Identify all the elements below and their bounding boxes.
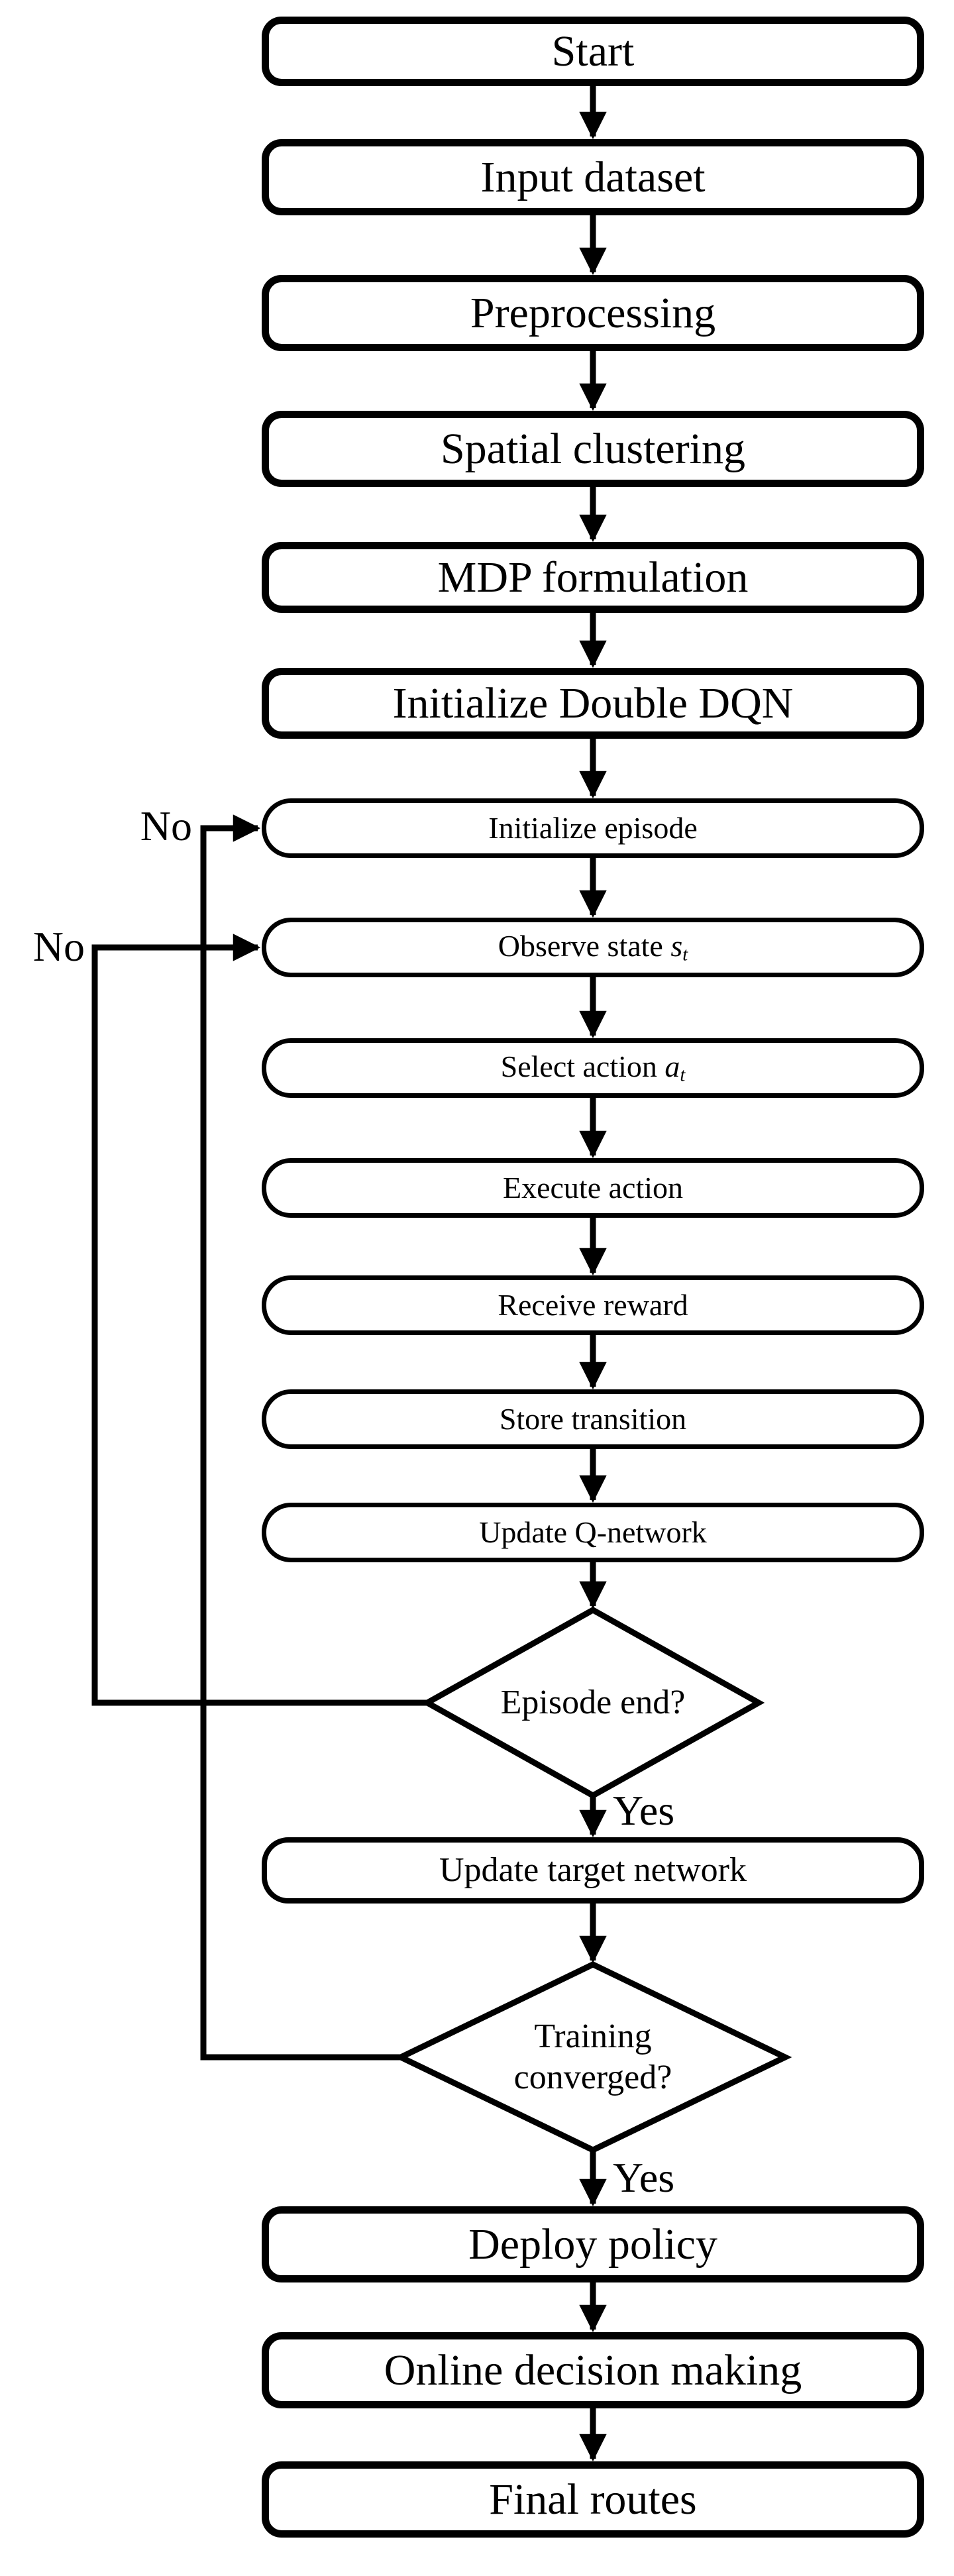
training-converged-line2: converged? — [513, 2059, 672, 2096]
node-initialize-double-dqn: Initialize Double DQN — [262, 668, 924, 739]
node-initialize-double-dqn-label: Initialize Double DQN — [392, 678, 794, 727]
node-final-routes: Final routes — [262, 2461, 924, 2538]
episode-end-text: Episode end? — [500, 1683, 686, 1721]
loop-episode-end-no-to-observe-state — [91, 934, 427, 1706]
node-spatial-clustering-label: Spatial clustering — [440, 424, 746, 473]
training-converged-text: Training converged? — [514, 2016, 672, 2099]
node-mdp-formulation-label: MDP formulation — [437, 553, 749, 602]
select-action-text: Select action — [500, 1049, 665, 1083]
training-converged-line1: Training — [534, 2017, 652, 2055]
node-store-transition: Store transition — [262, 1389, 924, 1449]
node-initialize-episode: Initialize episode — [262, 798, 924, 858]
node-input-dataset: Input dataset — [262, 139, 924, 215]
node-final-routes-label: Final routes — [489, 2475, 697, 2524]
node-initialize-episode-label: Initialize episode — [488, 811, 698, 845]
node-start-label: Start — [551, 27, 635, 76]
node-deploy-policy-label: Deploy policy — [468, 2220, 717, 2269]
node-receive-reward: Receive reward — [262, 1275, 924, 1335]
node-execute-action-label: Execute action — [502, 1171, 684, 1205]
label-episode-end-yes: Yes — [613, 1787, 675, 1834]
node-select-action: Select action at — [262, 1038, 924, 1098]
label-episode-end-no: No — [32, 923, 85, 970]
node-preprocessing-label: Preprocessing — [470, 288, 716, 337]
node-receive-reward-label: Receive reward — [498, 1288, 688, 1322]
node-observe-state-label: Observe state st — [498, 928, 688, 965]
node-deploy-policy: Deploy policy — [262, 2206, 924, 2282]
observe-state-text: Observe state — [498, 928, 671, 963]
node-update-q-network-label: Update Q-network — [479, 1515, 707, 1549]
node-online-decision-making: Online decision making — [262, 2332, 924, 2408]
node-store-transition-label: Store transition — [499, 1402, 687, 1436]
node-spatial-clustering: Spatial clustering — [262, 411, 924, 487]
select-action-subscript: t — [680, 1064, 686, 1085]
node-update-target-network-label: Update target network — [439, 1851, 747, 1889]
node-update-q-network: Update Q-network — [262, 1503, 924, 1562]
node-select-action-label: Select action at — [501, 1051, 686, 1085]
node-preprocessing: Preprocessing — [262, 275, 924, 351]
label-training-converged-no: No — [140, 802, 192, 849]
node-start: Start — [262, 17, 924, 86]
node-mdp-formulation: MDP formulation — [262, 542, 924, 613]
label-training-converged-yes: Yes — [613, 2154, 675, 2201]
node-update-target-network: Update target network — [262, 1837, 924, 1904]
node-training-converged-label: Training converged? — [401, 1964, 785, 2150]
node-input-dataset-label: Input dataset — [480, 152, 706, 201]
observe-state-subscript: t — [682, 943, 688, 965]
loop-training-converged-no-to-initialize-episode — [200, 814, 401, 2061]
node-episode-end-label: Episode end? — [427, 1610, 759, 1796]
node-online-decision-making-label: Online decision making — [384, 2345, 802, 2394]
node-execute-action: Execute action — [262, 1158, 924, 1218]
observe-state-variable: s — [670, 928, 683, 963]
select-action-variable: a — [664, 1049, 680, 1083]
node-observe-state: Observe state st — [262, 918, 924, 977]
